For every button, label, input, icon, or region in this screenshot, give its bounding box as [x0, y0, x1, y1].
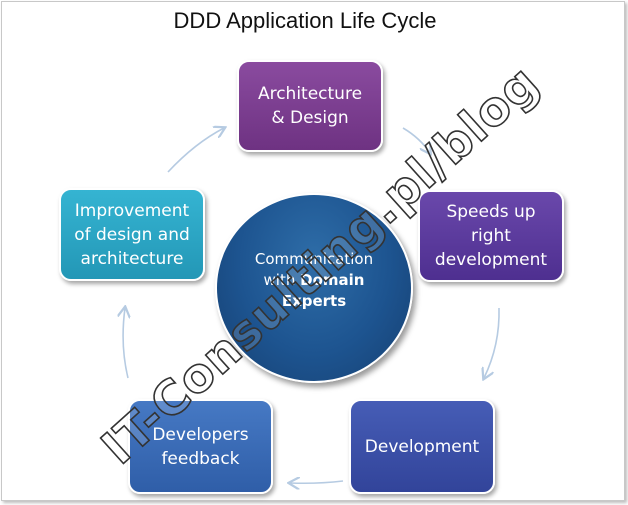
node-development-line-1: Development [364, 436, 480, 457]
node-improvement-line-2: of design and [74, 224, 190, 245]
node-developers-feedback: Developers feedback [128, 399, 273, 494]
arrow-feedback-to-improvement [123, 308, 128, 379]
node-improvement-line-1: Improvement [74, 200, 190, 221]
node-speeds-line-1: Speeds up [446, 202, 536, 222]
center-line-2: with Domain [264, 270, 365, 291]
arrow-architecture-to-speeds [402, 127, 430, 153]
node-improvement: Improvement of design and architecture [59, 188, 205, 281]
node-speeds-up-development: Speeds up right development [418, 190, 564, 282]
center-line-3: Experts [281, 292, 347, 310]
arrow-speeds-to-development [484, 307, 500, 378]
center-line-2-plain: with [263, 271, 301, 289]
node-architecture-line-1: Architecture [257, 84, 363, 104]
arrow-development-to-feedback [290, 481, 344, 483]
center-line-2-bold: Domain [300, 271, 365, 289]
arrow-improvement-to-architecture [167, 128, 224, 173]
node-development: Development [349, 399, 495, 494]
node-feedback-line-2: feedback [161, 448, 240, 469]
node-architecture-design: Architecture & Design [237, 60, 383, 152]
node-speeds-line-2: right [471, 226, 511, 246]
node-architecture-line-2: & Design [271, 108, 349, 128]
node-improvement-line-3: architecture [80, 248, 184, 269]
center-line-1: Communication [254, 250, 374, 268]
node-feedback-line-1: Developers [152, 424, 249, 445]
diagram-title: DDD Application Life Cycle [173, 8, 437, 33]
center-communication-circle: Communication with Domain Experts [215, 193, 413, 383]
node-speeds-line-3: development [434, 250, 548, 270]
